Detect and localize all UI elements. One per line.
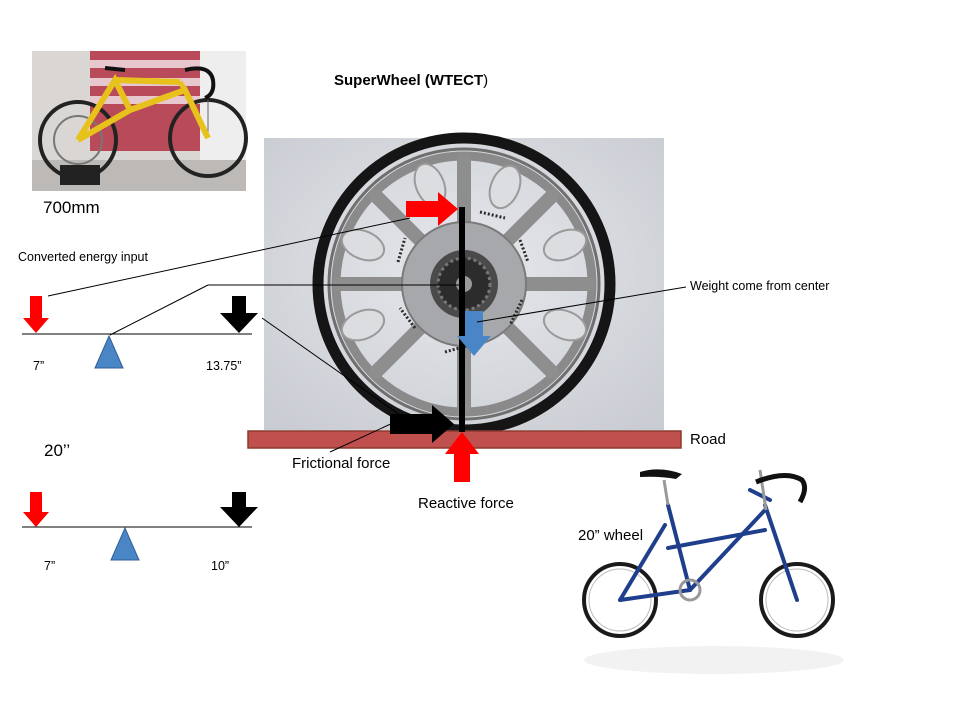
lever20-right-distance: 10” <box>211 559 230 573</box>
wheel-20-label: 20” wheel <box>578 527 644 544</box>
size-700-label: 700mm <box>43 198 100 217</box>
title-main: SuperWheel (WTECT <box>334 72 484 89</box>
page-title: SuperWheel (WTECT) <box>334 72 488 89</box>
lever700-right-distance: 13.75” <box>206 359 242 373</box>
lever20-black-arrow <box>220 492 258 527</box>
lever-diagram-20 <box>22 492 258 561</box>
lever-diagram-700 <box>22 296 258 369</box>
folding-bike-photo <box>582 469 844 674</box>
connector-lines <box>47 217 687 453</box>
weight-center-label: Weight come from center <box>690 279 830 293</box>
size-20-label: 20’’ <box>44 441 71 460</box>
reactive-force-arrow <box>445 432 479 482</box>
weight-arrow <box>457 311 491 356</box>
lever20-fulcrum <box>110 526 140 561</box>
lever20-left-distance: 7” <box>44 559 56 573</box>
frictional-force-label: Frictional force <box>292 455 391 472</box>
lever700-black-arrow <box>220 296 258 333</box>
lever700-fulcrum <box>94 334 124 369</box>
road-bike-photo <box>32 51 248 191</box>
friction-arrow <box>390 405 454 443</box>
lever700-left-distance: 7” <box>33 359 45 373</box>
road-label: Road <box>690 431 726 448</box>
title-paren: ) <box>483 72 489 89</box>
input-force-arrow <box>406 192 458 226</box>
reactive-force-label: Reactive force <box>418 495 514 512</box>
lever700-red-arrow <box>23 296 49 333</box>
lever20-red-arrow <box>23 492 49 527</box>
converted-energy-label: Converted energy input <box>18 250 148 264</box>
